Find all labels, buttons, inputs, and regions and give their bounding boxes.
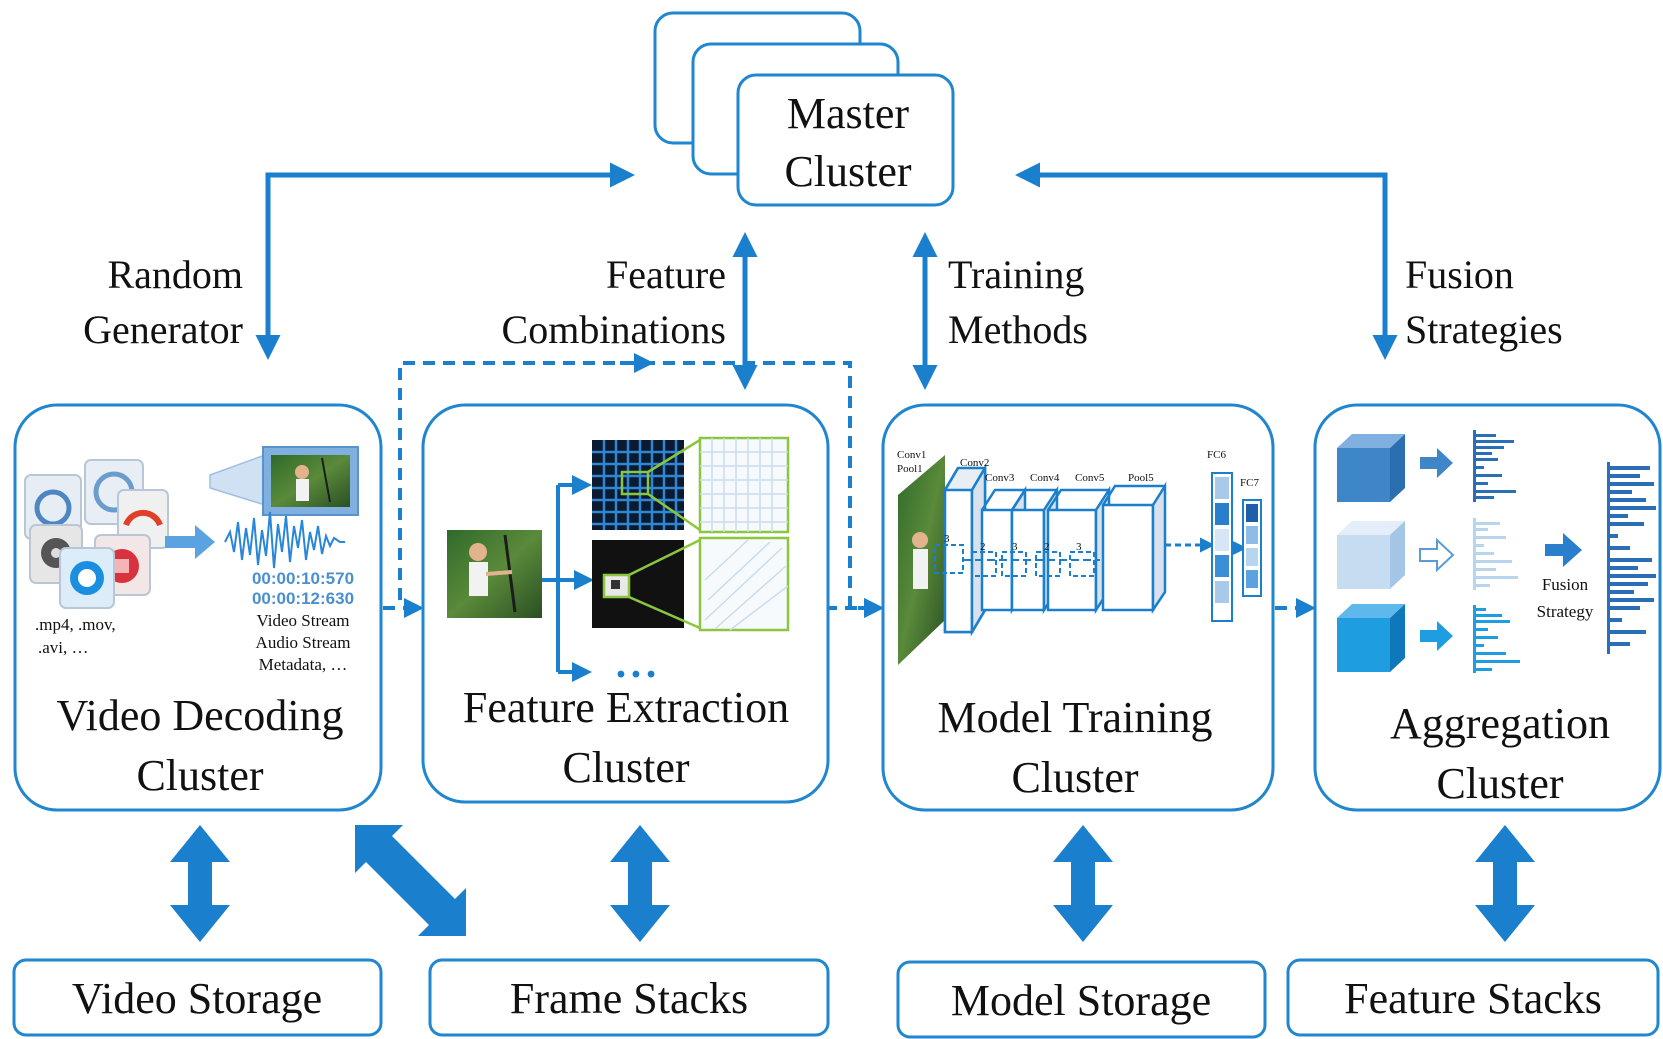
aggregation-title-line2: Cluster bbox=[1436, 759, 1563, 808]
kernel-size-2: 2 bbox=[980, 541, 986, 553]
cnn-layer-labels: Conv1 Pool1 Conv2 Conv3 Conv4 Conv5 Pool… bbox=[897, 449, 1259, 489]
cube-arrow-1 bbox=[1420, 448, 1453, 478]
video-decoding-title-line2: Cluster bbox=[136, 751, 263, 800]
fusion-strategy-line1: Fusion bbox=[1542, 575, 1589, 594]
master-connections bbox=[255, 162, 1398, 390]
fc7-layer bbox=[1242, 499, 1262, 597]
histogram-light bbox=[1473, 518, 1518, 590]
more-features-ellipsis: • • • bbox=[617, 661, 656, 688]
model-storage-arrow bbox=[1053, 825, 1113, 942]
storage-row: Video Storage Frame Stacks Model Storage… bbox=[12, 958, 1660, 1039]
kernel-size-4: 2 bbox=[1044, 541, 1050, 553]
conv5-label: Conv5 bbox=[1075, 472, 1105, 484]
aggregation-cluster: Fusion Strategy Aggregation C bbox=[1313, 403, 1662, 812]
video-stream-label: Video Stream bbox=[257, 611, 350, 630]
random-generator-arrow bbox=[255, 162, 635, 360]
formats-line2: .avi, … bbox=[38, 638, 89, 657]
fusion-strategy-line2: Strategy bbox=[1537, 602, 1594, 621]
random-label-line1: Random bbox=[107, 252, 243, 297]
master-title-line2: Cluster bbox=[784, 147, 911, 196]
fusion-label-line1: Fusion bbox=[1405, 252, 1514, 297]
cube-arrow-3 bbox=[1420, 621, 1453, 651]
histogram-bright bbox=[1473, 605, 1520, 673]
feature-stacks-arrow bbox=[1475, 825, 1535, 942]
cube-arrow-2 bbox=[1419, 537, 1455, 573]
model-storage-box: Model Storage bbox=[896, 960, 1267, 1039]
video-storage-label: Video Storage bbox=[72, 974, 322, 1023]
fusion-arrow-icon bbox=[1545, 533, 1582, 567]
fusion-strategies-arrow bbox=[1015, 162, 1398, 360]
model-training-cluster: 3 2 3 2 3 Conv1 Pool1 Conv2 Conv bbox=[881, 403, 1275, 812]
fc6-label: FC6 bbox=[1207, 449, 1226, 461]
feature-cube-bright bbox=[1337, 604, 1405, 672]
feature-extraction-title-line1: Feature Extraction bbox=[463, 683, 789, 732]
aggregation-title-line1: Aggregation bbox=[1390, 699, 1610, 748]
conv1-label: Conv1 bbox=[897, 449, 926, 461]
audio-waveform bbox=[224, 511, 345, 569]
cnn-kernels bbox=[934, 544, 1100, 577]
video-decoding-title-line1: Video Decoding bbox=[57, 691, 344, 740]
film-strip-icon bbox=[209, 446, 359, 516]
model-training-title-line2: Cluster bbox=[1011, 753, 1138, 802]
feature-label-line2: Combinations bbox=[502, 307, 726, 352]
video-format-icons bbox=[24, 459, 169, 609]
keypoint-feature bbox=[592, 536, 790, 632]
video-storage-arrow bbox=[170, 825, 230, 942]
feature-label-line1: Feature bbox=[606, 252, 726, 297]
video-decoding-cluster: 00:00:10:570 00:00:12:630 Video Stream A… bbox=[13, 403, 383, 812]
feature-cube-light bbox=[1337, 521, 1405, 589]
conv2-label: Conv2 bbox=[960, 457, 989, 469]
pool5-label: Pool5 bbox=[1128, 472, 1154, 484]
feature-stacks-box: Feature Stacks bbox=[1286, 958, 1660, 1037]
extraction-branches bbox=[542, 475, 594, 682]
storage-arrows bbox=[170, 825, 1535, 942]
formats-line1: .mp4, .mov, bbox=[35, 615, 116, 634]
frame-stacks-label: Frame Stacks bbox=[510, 974, 748, 1023]
model-storage-label: Model Storage bbox=[951, 976, 1211, 1025]
dashed-data-flow bbox=[383, 353, 1316, 618]
fusion-label-line2: Strategies bbox=[1405, 307, 1563, 352]
training-label-line1: Training bbox=[948, 252, 1084, 297]
model-training-title-line1: Model Training bbox=[937, 693, 1212, 742]
frame-stacks-arrow bbox=[610, 825, 670, 942]
cnn-input-image bbox=[898, 455, 945, 665]
random-label-line2: Generator bbox=[83, 307, 243, 352]
timestamp-2: 00:00:12:630 bbox=[252, 589, 354, 608]
fused-histogram bbox=[1607, 462, 1656, 654]
master-title-line1: Master bbox=[787, 89, 910, 138]
feature-cube-dark bbox=[1337, 434, 1405, 502]
feature-extraction-title-line2: Cluster bbox=[562, 743, 689, 792]
conv3-label: Conv3 bbox=[985, 472, 1015, 484]
feature-extraction-cluster: • • • Feature Extraction Cluster bbox=[421, 403, 830, 804]
histogram-dark bbox=[1473, 430, 1516, 502]
training-label-line2: Methods bbox=[948, 307, 1088, 352]
fc6-layer bbox=[1211, 472, 1233, 622]
metadata-label: Metadata, … bbox=[259, 655, 348, 674]
timestamp-1: 00:00:10:570 bbox=[252, 569, 354, 588]
kernel-size-labels: 3 2 3 2 3 bbox=[944, 533, 1082, 553]
kernel-size-3: 3 bbox=[1012, 541, 1018, 553]
dense-grid-feature bbox=[592, 436, 790, 534]
kernel-size-1: 3 bbox=[944, 533, 950, 545]
master-cluster: Master Cluster bbox=[653, 11, 955, 207]
connection-labels: Random Generator Feature Combinations Tr… bbox=[83, 252, 1563, 352]
decoding-to-training-bypass bbox=[398, 361, 884, 618]
pool1-label: Pool1 bbox=[897, 463, 923, 475]
input-frame-thumbnail bbox=[447, 530, 542, 618]
conv4-label: Conv4 bbox=[1030, 472, 1060, 484]
kernel-size-5: 3 bbox=[1076, 541, 1082, 553]
frame-stacks-box: Frame Stacks bbox=[428, 958, 830, 1037]
feature-stacks-label: Feature Stacks bbox=[1344, 974, 1602, 1023]
decode-arrow-icon bbox=[165, 525, 215, 559]
fc7-label: FC7 bbox=[1240, 477, 1259, 489]
video-storage-box: Video Storage bbox=[12, 958, 383, 1037]
audio-stream-label: Audio Stream bbox=[256, 633, 351, 652]
decoding-to-frame-stacks-arrow bbox=[355, 825, 466, 936]
